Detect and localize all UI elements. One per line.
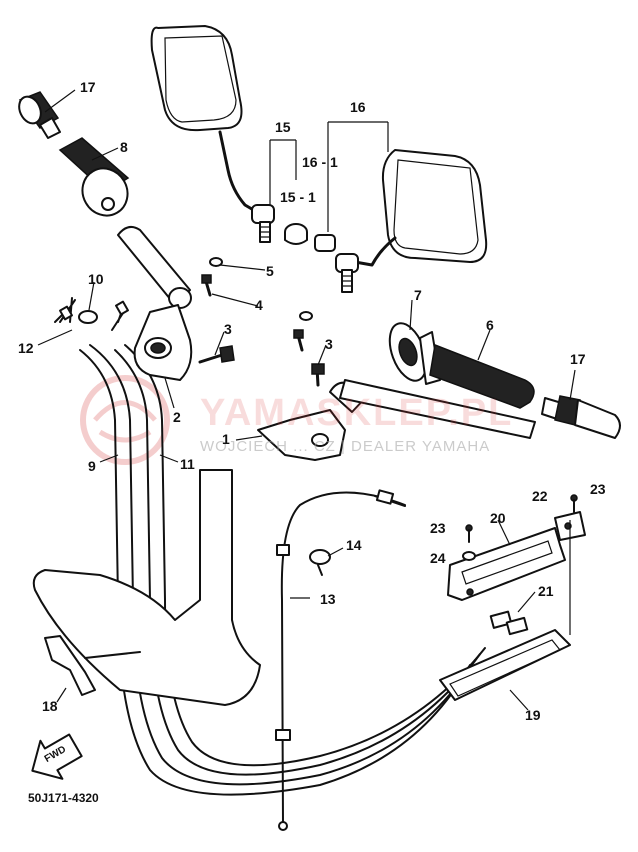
part-label-3-right: 3 [325, 336, 333, 352]
grip-end-left [18, 91, 61, 139]
part-label-1: 1 [222, 431, 230, 447]
part-label-8: 8 [120, 139, 128, 155]
part-label-19: 19 [525, 707, 541, 723]
watermark-brand: YAMASKLEP.PL [200, 392, 514, 434]
part-label-6: 6 [486, 317, 494, 333]
watermark-tagline: WOJCIECH ... CZ | DEALER YAMAHA [200, 438, 491, 455]
lever-holder-1 [257, 379, 536, 461]
part-label-21: 21 [538, 583, 554, 599]
part-label-20: 20 [490, 510, 506, 526]
mirror-nuts [284, 223, 336, 252]
cable-13 [275, 489, 406, 831]
cover-20 [447, 527, 566, 601]
part-label-15: 15 [275, 119, 291, 135]
part-label-14: 14 [346, 537, 362, 553]
part-label-4: 4 [255, 297, 263, 313]
grip-end-right [541, 395, 621, 439]
part-label-23-mid: 23 [430, 520, 446, 536]
part-label-12: 12 [18, 340, 34, 356]
handlebar-outline [32, 469, 261, 706]
fwd-arrow-icon [31, 733, 83, 780]
part-label-2: 2 [173, 409, 181, 425]
part-label-23-top: 23 [590, 481, 606, 497]
catalog-code: 50J171-4320 [28, 791, 99, 805]
screws-23 [465, 494, 578, 543]
part-label-11: 10 [88, 271, 104, 287]
screw-3-right [311, 363, 325, 387]
part-label-22: 22 [532, 488, 548, 504]
part-label-17-left: 17 [80, 79, 96, 95]
grip-right-6-7 [388, 322, 535, 409]
mirror-right [335, 149, 488, 293]
cable-ends-11-12 [54, 297, 129, 331]
throttle-cables [79, 344, 486, 796]
mirror-left [150, 25, 275, 243]
throttle-housing-2 [117, 225, 193, 381]
screw-3-left [198, 345, 235, 364]
part-label-16: 16 [350, 99, 366, 115]
part-label-17-right: 17 [570, 351, 586, 367]
part-label-9: 9 [88, 458, 96, 474]
nut-24 [462, 551, 476, 561]
grip-8 [58, 137, 130, 217]
part-label-10: 11 [180, 456, 195, 472]
part-label-13: 13 [320, 591, 336, 607]
bracket-18 [44, 635, 141, 696]
clip-14 [309, 549, 331, 576]
part-label-24: 24 [430, 550, 446, 566]
part-label-15-1: 15 - 1 [280, 189, 316, 205]
clips-21 [489, 610, 529, 636]
part-label-7: 7 [414, 287, 422, 303]
part-label-16-1: 16 - 1 [302, 154, 338, 170]
part-label-18: 18 [42, 698, 58, 714]
cover-19 [439, 520, 571, 701]
screws-4-5 [201, 257, 313, 352]
watermark-logo [80, 375, 170, 465]
leader-lines [37, 89, 576, 711]
part-label-5: 5 [266, 263, 274, 279]
part-label-3-left: 3 [224, 321, 232, 337]
label-brackets [269, 121, 389, 232]
